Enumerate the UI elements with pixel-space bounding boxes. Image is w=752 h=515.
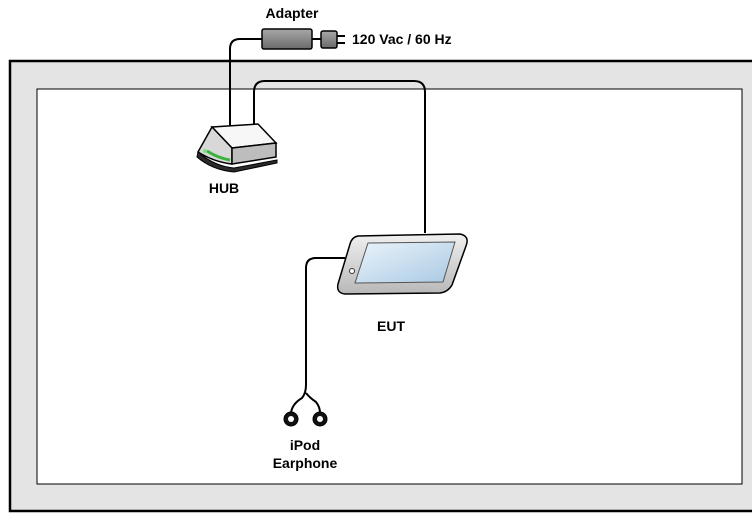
cables bbox=[229, 38, 426, 414]
earbud-right-center bbox=[317, 416, 323, 422]
tablet-device-icon bbox=[336, 233, 468, 295]
adapter-body bbox=[261, 28, 313, 50]
earphone-label-line1: iPod bbox=[290, 437, 320, 453]
power-label: 120 Vac / 60 Hz bbox=[352, 31, 452, 47]
eut-to-earphone-cable bbox=[290, 257, 345, 414]
hub-label: HUB bbox=[209, 180, 239, 196]
earphone-icon bbox=[283, 411, 328, 427]
hub-side bbox=[231, 142, 277, 165]
hub-base bbox=[196, 151, 278, 173]
earbud-left-center bbox=[288, 416, 294, 422]
adapter-plug bbox=[320, 30, 338, 49]
adapter-label: Adapter bbox=[266, 5, 319, 21]
tablet-screen bbox=[354, 241, 456, 284]
eut-label: EUT bbox=[377, 318, 405, 334]
hub-led bbox=[203, 149, 207, 153]
power-adapter-icon bbox=[261, 28, 345, 50]
hub-led-strip bbox=[206, 149, 231, 162]
adapter-to-hub-cable bbox=[229, 38, 262, 130]
earphone-label-line2: Earphone bbox=[273, 455, 338, 471]
hub-to-eut-cable bbox=[253, 80, 426, 233]
tablet-home-button bbox=[349, 268, 355, 274]
usb-hub-icon bbox=[196, 123, 278, 173]
